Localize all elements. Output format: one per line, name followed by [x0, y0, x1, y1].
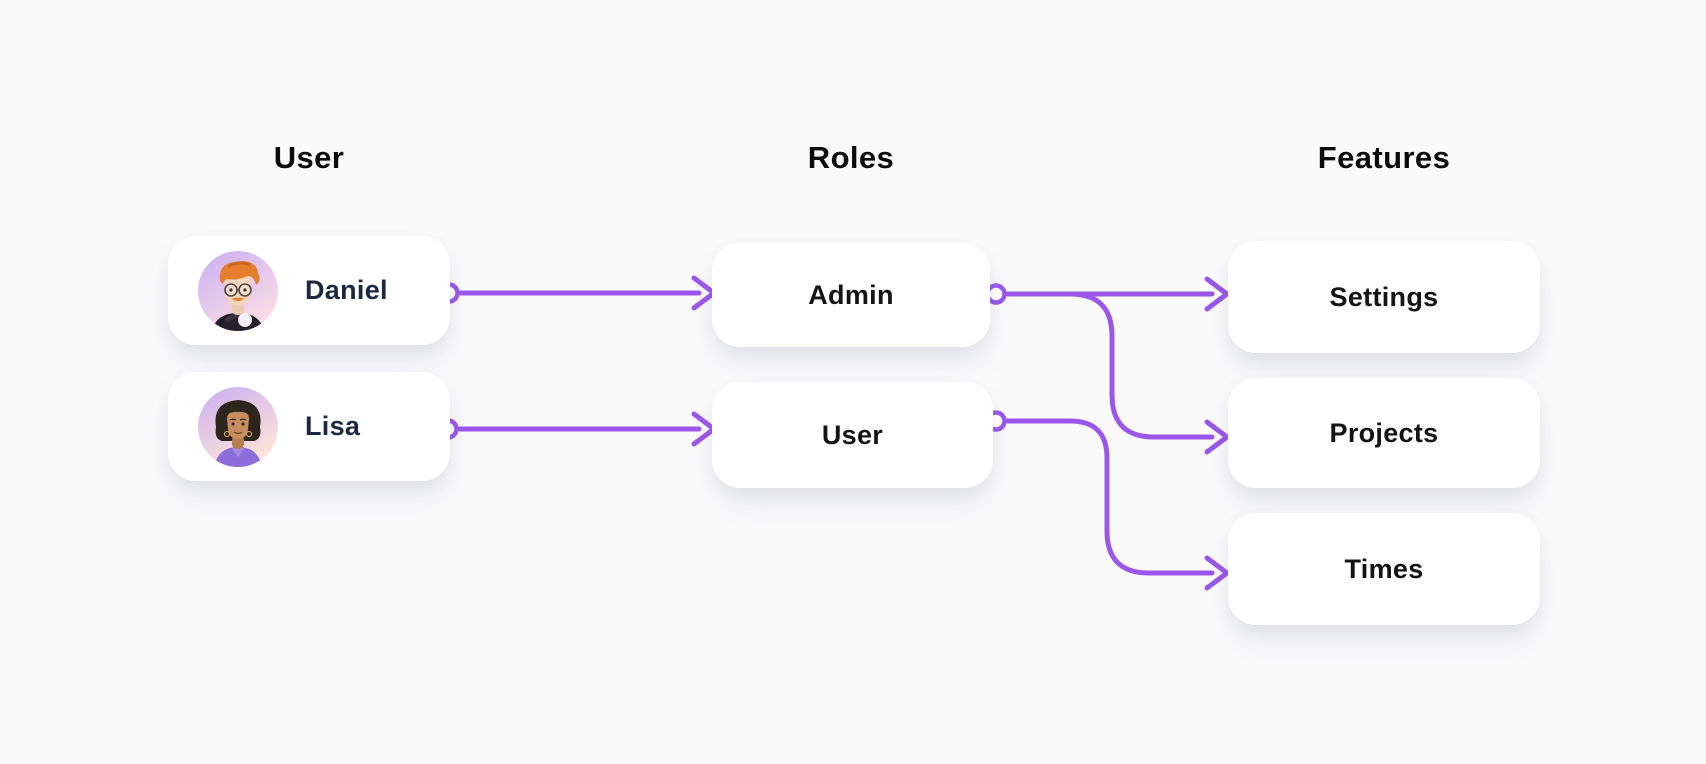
feature-card-projects: Projects [1228, 378, 1540, 488]
arrowhead-icon [1204, 276, 1230, 312]
connection-dot [985, 283, 1007, 305]
feature-card-times: Times [1228, 513, 1540, 625]
user-card-lisa: Lisa [168, 372, 450, 481]
user-name-label: Daniel [305, 275, 388, 305]
connector-admin-settings [985, 276, 1230, 312]
connector-lisa-user [437, 411, 717, 447]
arrowhead-icon [691, 411, 717, 447]
role-label: User [821, 419, 884, 450]
role-card-user: User [712, 382, 993, 488]
feature-label: Projects [1329, 417, 1439, 448]
arrowhead-icon [1204, 419, 1230, 455]
column-heading-features: Features [1317, 140, 1451, 175]
user-name-label: Lisa [305, 411, 361, 441]
arrowhead-icon [1204, 555, 1230, 591]
user-card-daniel: Daniel [168, 236, 450, 345]
connection-line [1067, 291, 1215, 440]
feature-label: Settings [1329, 281, 1439, 312]
feature-label: Times [1344, 553, 1424, 584]
lisa-avatar [198, 386, 278, 467]
daniel-avatar [198, 250, 278, 331]
connector-admin-projects [1067, 291, 1230, 455]
column-heading-user: User [273, 140, 345, 175]
connector-daniel-admin [438, 275, 717, 311]
feature-card-settings: Settings [1228, 241, 1540, 353]
column-heading-roles: Roles [807, 140, 895, 175]
role-card-admin: Admin [712, 243, 990, 347]
arrowhead-icon [691, 275, 717, 311]
role-label: Admin [808, 279, 894, 310]
connection-line [1005, 418, 1215, 576]
connector-user-times [985, 410, 1230, 591]
